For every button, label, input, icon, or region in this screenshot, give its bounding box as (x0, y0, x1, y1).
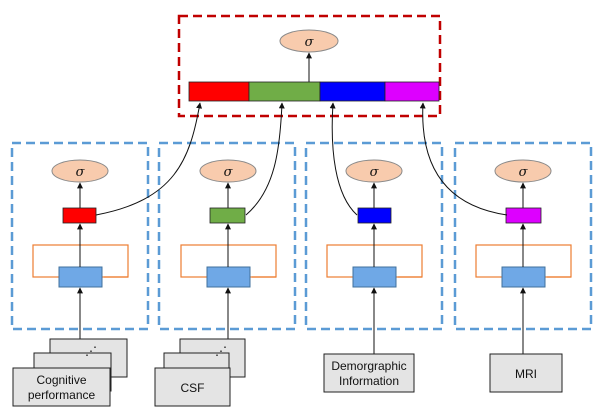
branch-box-mri (453, 141, 593, 331)
fusion-seg-mri (384, 81, 440, 102)
stack-dots-csf: ⋰ (215, 344, 227, 358)
input-label-mri: MRI (515, 367, 537, 381)
connector-demographic (329, 102, 358, 216)
rnn-cell-cognitive (58, 266, 103, 288)
fusion-sigma-node (279, 29, 339, 53)
fusion-sigma-label: σ (305, 35, 315, 50)
rnn-cell-demographic (352, 266, 397, 288)
rnn-cell-mri (501, 266, 546, 288)
feature-block-demographic (357, 207, 392, 224)
rnn-cell-csf (206, 266, 251, 288)
input-box-mri (489, 353, 563, 393)
input-box-cognitive (12, 367, 111, 407)
fusion-seg-demographic (319, 81, 386, 102)
branch-box-csf (157, 141, 297, 331)
connector-cognitive (95, 102, 203, 216)
connector-mri (419, 102, 508, 216)
input-label-line1-cognitive: Cognitive (36, 373, 86, 387)
branch-box-demographic (304, 141, 444, 331)
sigma-node-csf (199, 159, 257, 183)
feature-block-cognitive (62, 207, 97, 224)
input-label-line2-demographic: Information (339, 374, 399, 388)
input-box-csf (154, 367, 231, 407)
branch-box-cognitive (10, 141, 150, 331)
input-label-line1-demographic: Demorgraphic (331, 359, 406, 373)
sigma-node-demographic (345, 159, 403, 183)
sigma-node-mri (494, 159, 552, 183)
sigma-label-mri: σ (519, 165, 529, 180)
fusion-seg-csf (248, 81, 321, 102)
feature-block-mri (505, 207, 542, 224)
fusion-box (177, 14, 442, 118)
sigma-label-cognitive: σ (76, 165, 86, 180)
connector-csf (245, 102, 285, 216)
input-box-demographic (323, 353, 415, 393)
feature-block-csf (209, 207, 246, 224)
sigma-label-demographic: σ (370, 165, 380, 180)
sigma-node-cognitive (51, 159, 109, 183)
stack-dots-cognitive: ⋰ (85, 344, 97, 358)
sigma-label-csf: σ (224, 165, 234, 180)
input-label-csf: CSF (181, 381, 205, 395)
branch-csf: σ ⋰ CSF (154, 141, 297, 407)
input-label-line2-cognitive: performance (28, 388, 96, 402)
fusion-seg-cognitive (188, 81, 250, 102)
